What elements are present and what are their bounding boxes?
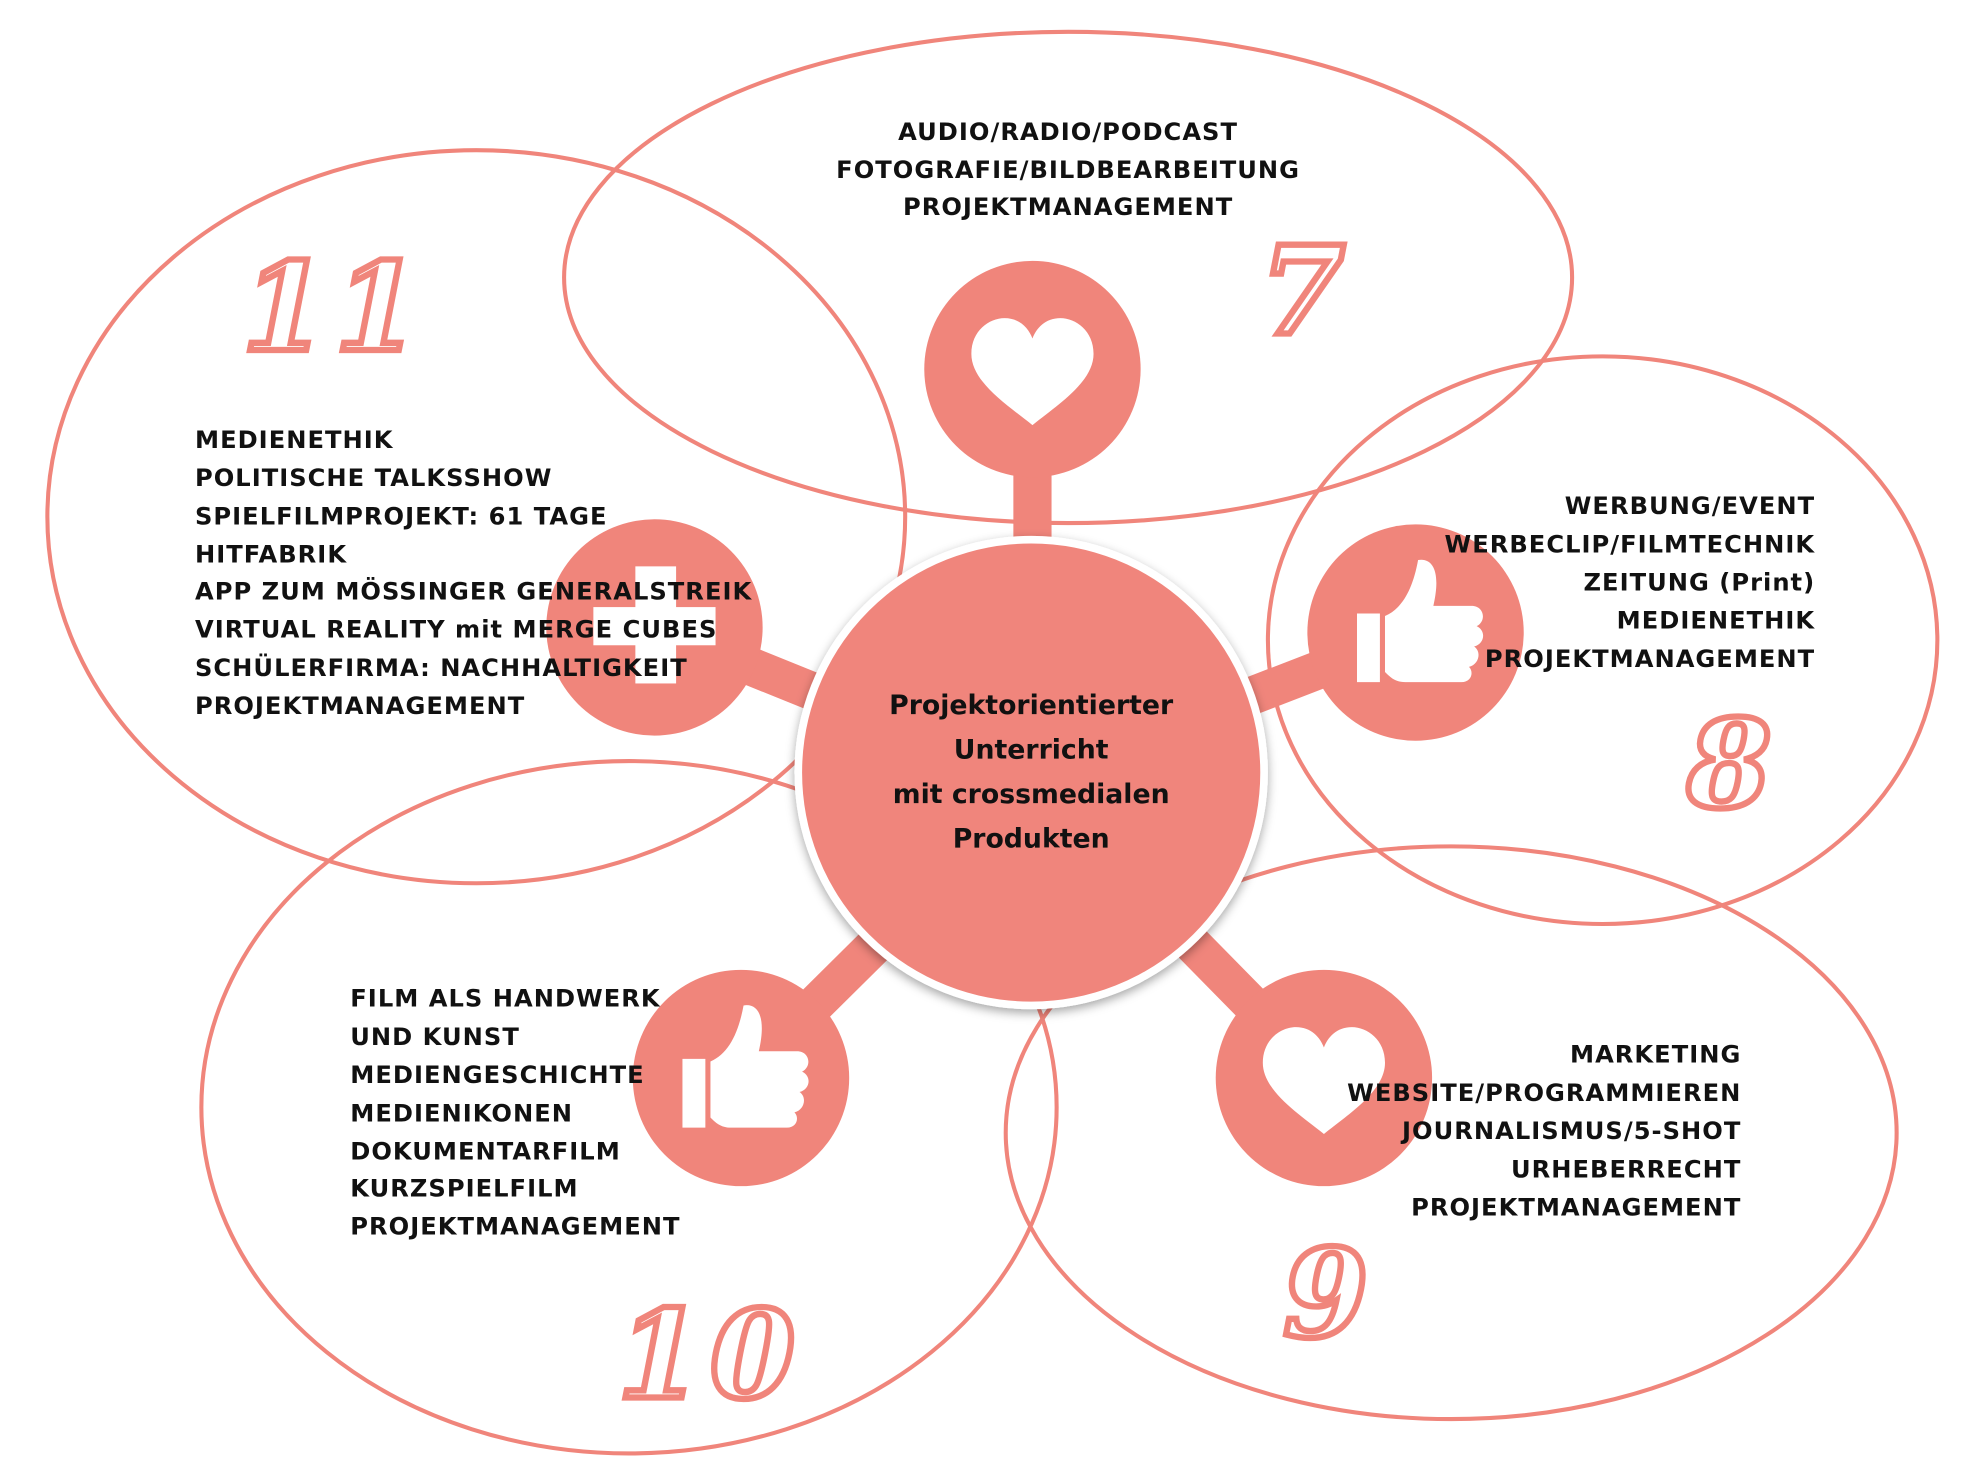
cluster-11-items: MEDIENETHIK POLITISCHE TALKSSHOW SPIELFI… — [195, 426, 752, 720]
cluster-7-items: AUDIO/RADIO/PODCAST FOTOGRAFIE/BILDBEARB… — [836, 118, 1300, 221]
list-item: DOKUMENTARFILM — [350, 1137, 620, 1165]
list-item: FILM ALS HANDWERK — [350, 985, 661, 1013]
list-item: MEDIENGESCHICHTE — [350, 1061, 644, 1089]
cluster-8-ellipse — [1265, 354, 1940, 927]
center-line: Produkten — [953, 824, 1110, 855]
list-item: SPIELFILMPROJEKT: 61 TAGE — [195, 502, 608, 530]
cluster-9-items: MARKETING WEBSITE/PROGRAMMIEREN JOURNALI… — [1347, 1041, 1741, 1222]
list-item: PROJEKTMANAGEMENT — [1411, 1193, 1741, 1221]
node-plus-left — [546, 519, 763, 736]
plus-icon — [593, 566, 716, 684]
list-item: JOURNALISMUS/5-SHOT — [1400, 1117, 1741, 1145]
list-item: WERBECLIP/FILMTECHNIK — [1445, 530, 1816, 558]
list-item: PROJEKTMANAGEMENT — [350, 1213, 680, 1241]
list-item: VIRTUAL REALITY mit MERGE CUBES — [195, 616, 717, 644]
center-line: Projektorientierter — [889, 690, 1174, 721]
cluster-7-ellipse — [562, 29, 1575, 526]
list-item: PROJEKTMANAGEMENT — [1485, 645, 1815, 673]
list-item: POLITISCHE TALKSSHOW — [195, 464, 552, 492]
cluster-number-9: 9 — [1283, 1221, 1376, 1365]
node-heart-top — [924, 260, 1141, 478]
list-item: KURZSPIELFILM — [350, 1174, 578, 1202]
list-item: HITFABRIK — [195, 541, 347, 569]
cluster-9-ellipse — [1003, 844, 1899, 1422]
cluster-number-11: 11 — [242, 235, 427, 379]
list-item: UND KUNST — [350, 1023, 520, 1051]
cluster-10-items: FILM ALS HANDWERK UND KUNST MEDIENGESCHI… — [350, 985, 680, 1241]
list-item: WEBSITE/PROGRAMMIEREN — [1347, 1079, 1741, 1107]
cluster-8-items: WERBUNG/EVENT WERBECLIP/FILMTECHNIK ZEIT… — [1445, 492, 1816, 673]
list-item: WERBUNG/EVENT — [1565, 492, 1815, 520]
list-item: MEDIENETHIK — [195, 426, 394, 454]
node-thumb-right — [1307, 524, 1524, 741]
list-item: ZEITUNG (Print) — [1583, 569, 1815, 597]
cluster-number-7: 7 — [1260, 218, 1353, 362]
node-thumb-bottom-left — [632, 969, 850, 1187]
cluster-number-8: 8 — [1686, 692, 1780, 836]
list-item: FOTOGRAFIE/BILDBEARBEITUNG — [836, 156, 1300, 184]
list-item: URHEBERRECHT — [1511, 1155, 1741, 1183]
list-item: PROJEKTMANAGEMENT — [195, 692, 525, 720]
list-item: PROJEKTMANAGEMENT — [903, 193, 1233, 221]
center-line: Unterricht — [954, 735, 1109, 766]
center-line: mit crossmedialen — [893, 779, 1170, 810]
list-item: SCHÜLERFIRMA: NACHHALTIGKEIT — [195, 652, 688, 682]
center-title: Projektorientierter Unterricht mit cross… — [889, 690, 1174, 855]
cluster-10-ellipse — [199, 759, 1059, 1456]
list-item: AUDIO/RADIO/PODCAST — [898, 118, 1238, 146]
list-item: MARKETING — [1570, 1041, 1741, 1069]
center-circle — [794, 535, 1268, 1010]
list-item: MEDIENIKONEN — [350, 1099, 573, 1127]
list-item: APP ZUM MÖSSINGER GENERALSTREIK — [195, 575, 752, 605]
list-item: MEDIENETHIK — [1617, 607, 1816, 635]
node-heart-bottom-right — [1215, 969, 1433, 1187]
cluster-number-10: 10 — [618, 1282, 803, 1426]
cluster-11-ellipse — [45, 148, 908, 886]
